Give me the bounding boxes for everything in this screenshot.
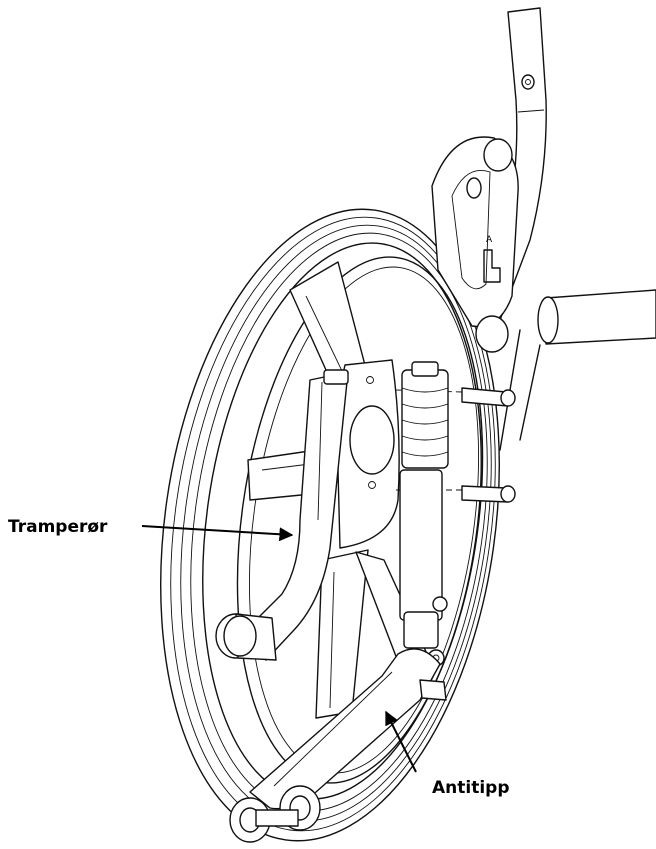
cross-bar [499,289,656,451]
anti-tip-arm [229,648,447,843]
arrow-tramperor [141,525,294,542]
bracket: A [431,136,519,353]
shock-absorber [399,361,449,667]
label-tramperor: Tramperør [8,517,108,537]
hub-plate [336,359,400,549]
tipping-tube [215,369,349,661]
mounting-bolts [395,387,516,503]
arrow-antitipp [385,710,417,773]
label-antitipp: Antitipp [432,778,510,798]
svg-text:A: A [486,235,493,245]
